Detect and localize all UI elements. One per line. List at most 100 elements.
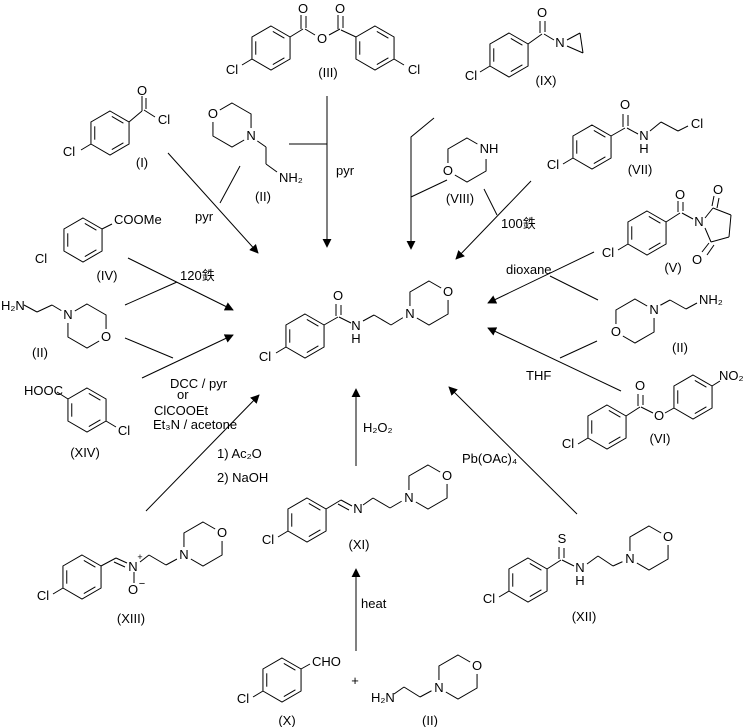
aromatic-double-bond (510, 38, 523, 46)
benzene-ring (63, 217, 103, 263)
aromatic-double-bond (593, 156, 606, 164)
aromatic-double-bond (272, 31, 285, 39)
compound-number-xiv: (XIV) (70, 445, 100, 460)
reagent-tick (219, 165, 241, 204)
atom-label-cl: Cl (37, 588, 49, 603)
benzene-ring (673, 374, 713, 420)
atom-label-cl: Cl (118, 423, 130, 438)
plus-sign: + (351, 673, 359, 688)
atom-label-mask (430, 680, 447, 696)
atom-label-o: O (443, 163, 453, 178)
reagent-label-temp-100: 100鉄 (501, 216, 536, 231)
atom-label-o: O (101, 329, 111, 344)
atom-label-o: O (675, 187, 685, 202)
compound-number-xi: (XI) (349, 537, 370, 552)
atom-label-hooc: HOOC (24, 383, 63, 398)
atom-label-mask (439, 468, 456, 484)
structure-viii: (VIII) NHO (439, 137, 498, 206)
atom-label-n: N (434, 680, 443, 695)
reagent-label-h2o2: H₂O₂ (363, 420, 393, 435)
benzene-ring (90, 110, 130, 156)
charge-label-minus: − (139, 578, 145, 590)
arrow-from-xiv (141, 334, 234, 379)
compound-number-ii: (II) (422, 713, 438, 727)
arrow-from-xii (448, 386, 578, 515)
atom-label-cl: Cl (408, 62, 420, 77)
atom-label-nh2: NH₂ (699, 292, 723, 307)
atom-label-o: O (620, 97, 630, 112)
atom-label-mask (476, 139, 497, 159)
atom-label-n: N (575, 560, 584, 575)
aromatic-double-bond (308, 529, 321, 537)
aromatic-double-bond (83, 560, 96, 568)
reagent-tick (549, 275, 599, 301)
arrow-from-vi (487, 327, 622, 392)
atom-label-cl: Cl (562, 436, 574, 451)
atom-label-h2n: H₂N (1, 298, 25, 313)
atom-label-o: O (208, 106, 218, 121)
compound-number-ii: (II) (255, 189, 271, 204)
aromatic-double-bond (306, 319, 319, 327)
reagent-label-temp-120: 120鉄 (180, 268, 215, 283)
arrow-from-iv (127, 257, 234, 311)
reagent-label-dcc-pyr: DCC / pyr (170, 376, 228, 391)
structure-xiv: HOOC Cl (XIV) (24, 383, 130, 460)
aromatic-double-bond (376, 31, 389, 39)
benzene-ring (627, 210, 667, 256)
structure-xii: S N H Cl (XII) NO (483, 525, 677, 624)
atom-label-mask (243, 128, 260, 144)
aromatic-double-bond (111, 142, 124, 150)
atom-label-cl: Cl (35, 251, 47, 266)
atom-label-n: N (353, 501, 362, 516)
atom-label-o: O (692, 252, 702, 267)
aromatic-double-bond (88, 393, 101, 401)
atom-label-mask (660, 529, 677, 545)
aromatic-double-bond (694, 380, 707, 388)
atom-label-o: O (663, 529, 673, 544)
atom-label-nh2: NH₂ (279, 170, 303, 185)
benzene-ring (287, 497, 327, 543)
structure-vi: O O NO₂ Cl (VI) (562, 368, 744, 451)
arrow-from-ix (406, 117, 435, 250)
aromatic-double-bond (529, 563, 542, 571)
atom-label-mask (621, 551, 638, 567)
atom-label-n: N (179, 547, 188, 562)
compound-number-ii: (II) (32, 345, 48, 360)
atom-label-mask (214, 525, 231, 541)
atom-label-h: H (575, 573, 584, 588)
aromatic-double-bond (111, 116, 124, 124)
compound-number-i: (I) (136, 155, 148, 170)
atom-label-mask (175, 547, 192, 563)
structure-ii-bottom: H₂N (II) N O (371, 654, 486, 727)
atom-label-mask (439, 163, 456, 179)
atom-label-o: O (472, 658, 482, 673)
atom-label-cl: Cl (547, 157, 559, 172)
reagent-label-dioxane: dioxane (506, 262, 552, 277)
structure-i: O Cl Cl (I) (63, 83, 170, 170)
atom-label-o: O (635, 378, 645, 393)
atom-label-mask (98, 329, 115, 345)
atom-label-n: N (351, 318, 360, 333)
atom-label-o: O (713, 182, 723, 197)
structure-xiii: N + O − Cl (XIII) NO (37, 521, 231, 626)
atom-label-n: N (625, 551, 634, 566)
atom-label-o: O (128, 582, 138, 597)
atom-label-cl: Cl (602, 245, 614, 260)
compound-number-xii: (XII) (572, 609, 597, 624)
benzene-ring (262, 657, 302, 703)
reagent-tick (410, 179, 448, 198)
aromatic-double-bond (88, 419, 101, 427)
atom-label-cl: Cl (691, 116, 703, 131)
compound-number-viii: (VIII) (446, 191, 474, 206)
arrow-from-i (167, 152, 259, 254)
benzene-ring (285, 313, 325, 359)
structure-ii-top: NH₂ (II) NO (204, 102, 303, 204)
reagent-label-ac2o: 1) Ac₂O (217, 446, 262, 461)
reagent-label-et3n-acetone: Et₃N / acetone (153, 417, 237, 432)
structure-iv: COOMe Cl (IV) (35, 212, 162, 283)
aromatic-double-bond (529, 589, 542, 597)
atom-label-h2n: H₂N (371, 690, 395, 705)
atom-label-s: S (558, 531, 567, 546)
compound-number-xiii: (XIII) (117, 611, 145, 626)
